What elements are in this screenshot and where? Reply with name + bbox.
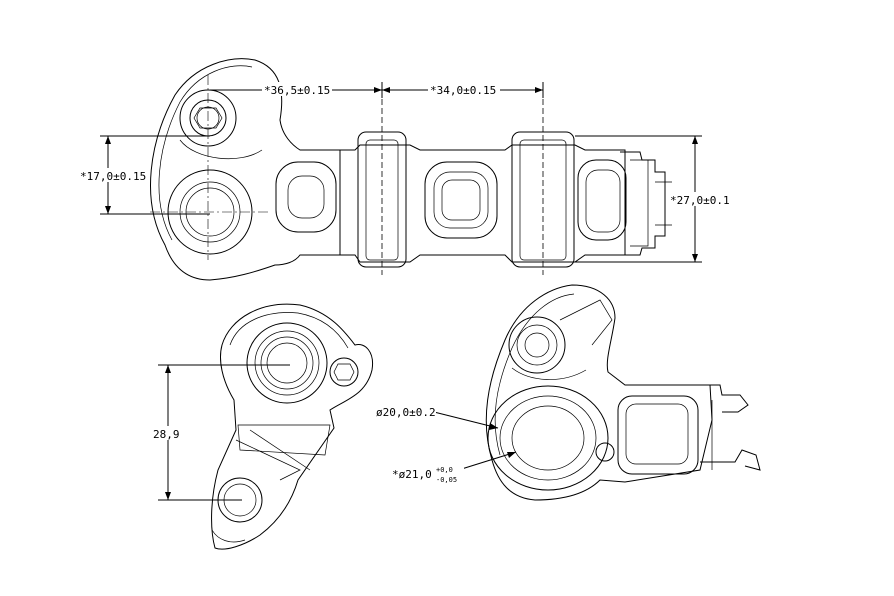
- side-view: 28,9: [150, 303, 374, 550]
- dim-diameter-2-tol-lower: -0,05: [436, 476, 457, 484]
- dim-diameter-1: ø20,0±0.2: [376, 406, 436, 419]
- iso-view: ø20,0±0.2 *ø21,0 +0,0 -0,05: [374, 284, 761, 501]
- dim-diameter-2-tol-upper: +0,0: [436, 466, 453, 474]
- dim-height-left: *17,0±0.15: [80, 170, 146, 183]
- dim-pitch-2: *34,0±0.15: [430, 84, 496, 97]
- top-view: *36,5±0.15 *34,0±0.15 *17,0±0.15 *27,0±0…: [78, 58, 730, 281]
- dim-height-right: *27,0±0.1: [670, 194, 730, 207]
- dim-side-height: 28,9: [153, 428, 180, 441]
- dim-diameter-2: *ø21,0: [392, 468, 432, 481]
- dim-pitch-1: *36,5±0.15: [264, 84, 330, 97]
